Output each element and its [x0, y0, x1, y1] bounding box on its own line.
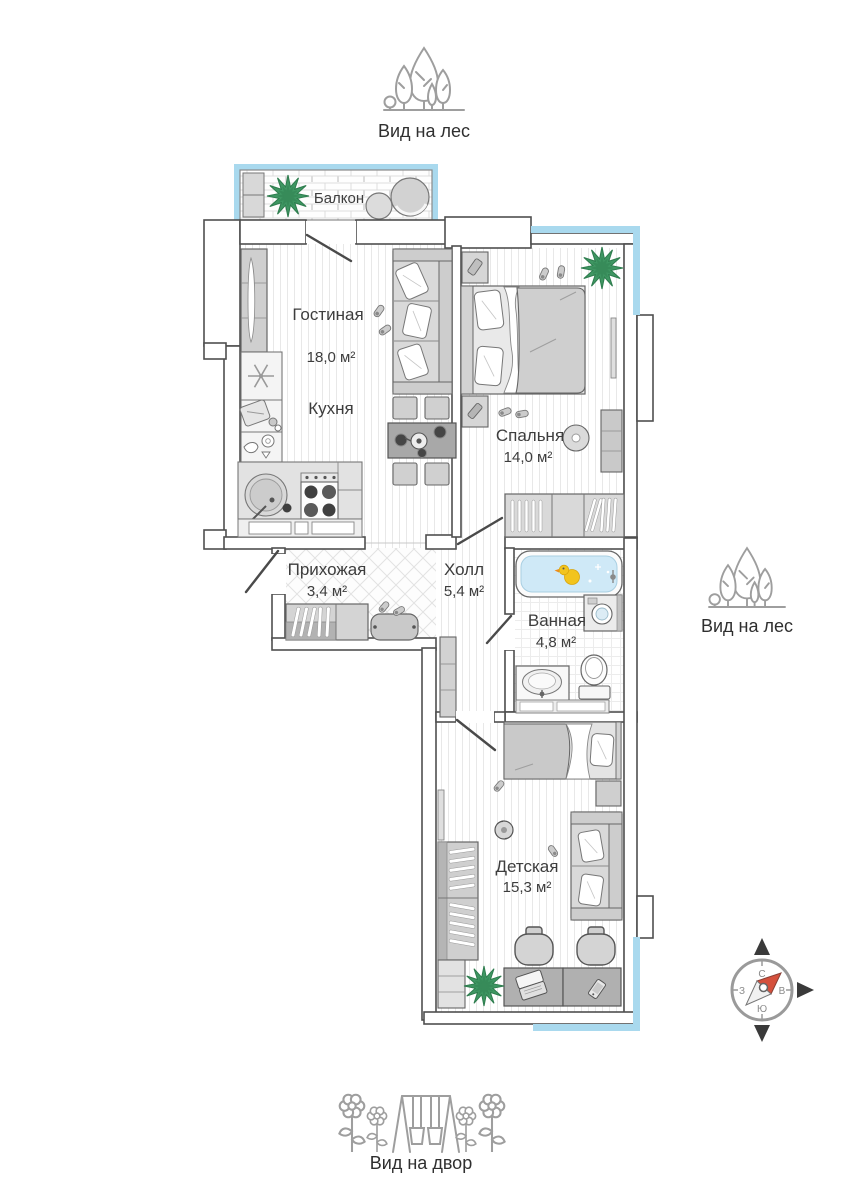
entry-area: 3,4 м²: [307, 583, 347, 600]
kids-sofa: [570, 811, 623, 921]
forest-view-top-label: Вид на лес: [378, 121, 470, 141]
entry-label: Прихожая: [288, 560, 367, 579]
desks: [503, 967, 622, 1007]
bathroom: [515, 550, 623, 714]
rubber-duck-icon: [554, 564, 580, 585]
balcony-pouf: [365, 192, 393, 220]
kids-door: [455, 718, 497, 752]
compass-west: З: [739, 986, 745, 997]
wall-mirror: [610, 317, 617, 379]
compass-icon: С Ю З В: [730, 938, 814, 1042]
bathroom-door: [485, 614, 513, 645]
yard-view-label: Вид на двор: [370, 1153, 472, 1173]
bath-cabinet-fronts: [515, 699, 610, 714]
kids-wardrobe: [437, 841, 479, 1009]
bathtub: [515, 550, 623, 598]
sofa: [392, 248, 453, 395]
cutting-board: [239, 399, 282, 432]
corridor-cabinet: [439, 636, 457, 718]
forest-view-right-icon: [708, 547, 786, 608]
bathroom-label: Ванная: [528, 611, 586, 630]
windows: [531, 226, 640, 1031]
balcony-door: [305, 233, 353, 263]
kids-bed: [503, 721, 622, 780]
yard-view-icon: [338, 1093, 506, 1154]
bedroom-label: Спальня: [496, 426, 564, 445]
bedroom: [460, 246, 625, 538]
compass-arrow-down: [754, 1025, 770, 1042]
forest-view-right-label: Вид на лес: [701, 616, 793, 636]
living-room-label: Гостиная: [292, 305, 363, 324]
fridge-icon: [248, 364, 274, 388]
wall-mirror: [437, 789, 445, 841]
double-bed: [460, 285, 586, 395]
toilet: [578, 654, 611, 700]
living-room-area: 18,0 м²: [307, 349, 356, 366]
tablet-icon: [588, 979, 606, 999]
laptop-icon: [515, 969, 548, 1001]
pouf: [562, 424, 590, 452]
compass-arrow-up: [754, 938, 770, 955]
swing-icon: [392, 1095, 460, 1153]
walls: [203, 216, 654, 1025]
bedroom-door: [456, 516, 504, 546]
kitchen-drawers: [237, 518, 363, 538]
shoe-cabinet: [285, 603, 369, 641]
kids-room-label: Детская: [496, 857, 559, 876]
balcony-label: Балкон: [314, 190, 364, 207]
kitchen-units: [237, 351, 363, 538]
built-in-wardrobe: [504, 493, 625, 538]
balcony: Балкон: [234, 164, 438, 221]
bathroom-area: 4,8 м²: [536, 634, 576, 651]
dining-set: [387, 396, 457, 486]
stove: [300, 472, 339, 520]
wardrobe: [240, 248, 268, 353]
bedroom-area: 14,0 м²: [504, 449, 553, 466]
ball: [494, 820, 514, 840]
washing-machine: [583, 594, 623, 632]
hall-label: Холл: [444, 560, 484, 579]
balcony-chair: [390, 177, 430, 217]
kettle-icon: [243, 434, 275, 459]
kids-nightstand: [595, 780, 622, 807]
dresser: [600, 409, 623, 473]
compass-south: Ю: [757, 1004, 767, 1015]
compass-east: В: [779, 986, 786, 997]
compass-arrow-right: [797, 982, 814, 998]
kids-room: [437, 721, 623, 1009]
kitchen-counter: [237, 461, 363, 525]
nightstand: [461, 251, 489, 284]
sink-vanity: [515, 665, 570, 702]
doors: [244, 221, 515, 752]
kitchen-label: Кухня: [308, 399, 354, 418]
nightstand: [461, 395, 489, 428]
bench: [370, 613, 419, 641]
living-room: [240, 248, 457, 486]
hall-area: 5,4 м²: [444, 583, 484, 600]
entry-hall: [285, 600, 457, 718]
forest-view-top-icon: [383, 47, 465, 111]
kids-room-area: 15,3 м²: [503, 879, 552, 896]
entrance-door: [244, 549, 280, 594]
balcony-cabinet: [242, 172, 265, 218]
compass-north: С: [758, 969, 765, 980]
